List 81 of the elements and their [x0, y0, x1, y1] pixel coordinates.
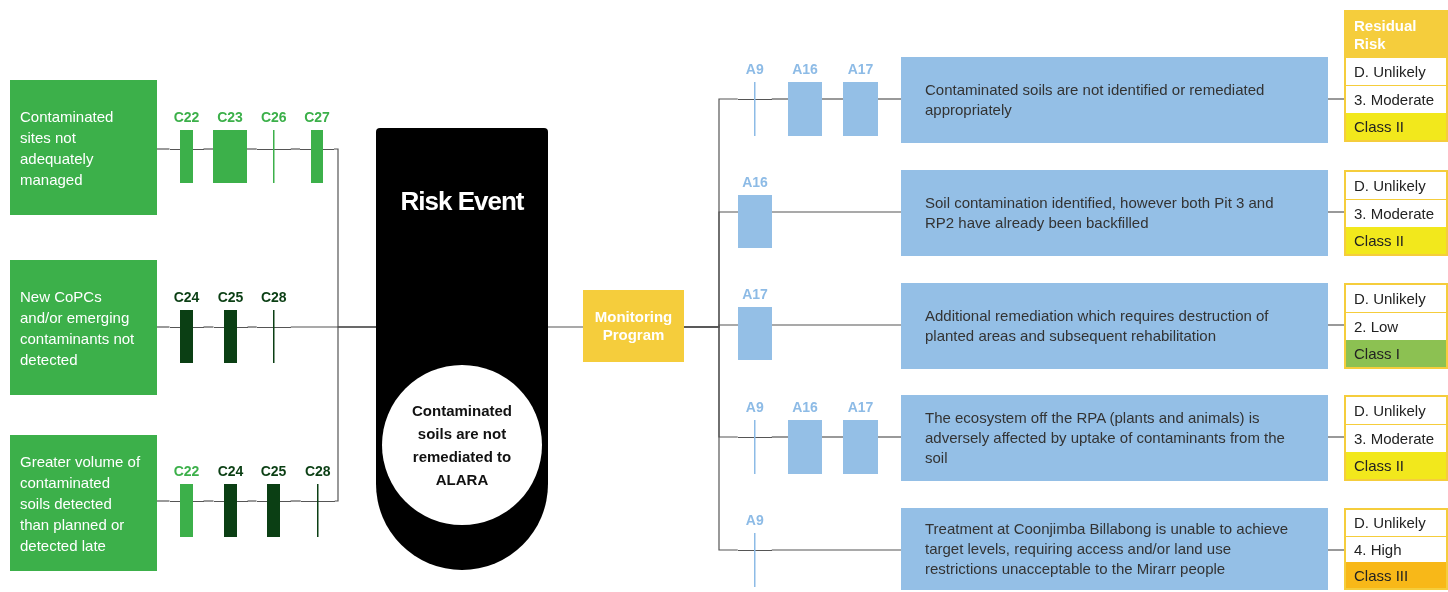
control-label: C27 [303, 108, 331, 126]
connector-line [290, 148, 301, 150]
connector-line [1327, 98, 1345, 100]
control-label: C23 [216, 108, 244, 126]
consequence-box: The ecosystem off the RPA (plants and animals) is adversely affected by uptake of contaminants from the soil [901, 395, 1328, 481]
risk-event-shape [376, 128, 548, 570]
threat-box: New CoPCs and/or emerging contaminants not detected [10, 260, 157, 395]
control-label: A17 [846, 60, 875, 78]
risk-rating-card [1344, 395, 1448, 481]
control-label: C28 [303, 462, 332, 480]
connector-line [771, 98, 789, 100]
control-label: C28 [259, 288, 288, 306]
connector-line [1327, 549, 1345, 551]
connector-line [771, 436, 789, 438]
risk-class-cell: Class II [1346, 227, 1446, 254]
connector-line [156, 326, 171, 328]
rating-cell-text: 3. Moderate [1353, 204, 1436, 224]
rating-cell: D. Unlikely [1346, 510, 1446, 537]
risk-class-cell: Class I [1346, 340, 1446, 367]
control-label: A17 [741, 285, 769, 303]
connector-line [771, 211, 902, 213]
connector-line [156, 148, 171, 150]
connector-line [202, 148, 214, 150]
control-label: A16 [791, 60, 819, 78]
control-label: C22 [172, 462, 201, 480]
connector-line [683, 326, 739, 551]
rating-cell: D. Unlikely [1346, 397, 1446, 425]
connector-line [1327, 324, 1345, 326]
connector-line [821, 98, 844, 100]
control-label: C25 [216, 288, 245, 306]
connector-line [246, 148, 258, 150]
control-label: A16 [791, 398, 819, 416]
event-circle: Contaminated soils are not remediated to ALARA [382, 365, 542, 525]
risk-rating-card [1344, 508, 1448, 590]
rating-cell: D. Unlikely [1346, 58, 1446, 86]
control-label: C24 [172, 288, 201, 306]
connector-line [877, 436, 902, 438]
connector-line [289, 500, 302, 502]
risk-rating-card [1344, 283, 1448, 369]
connector-line [821, 436, 844, 438]
connector-line [771, 549, 902, 551]
consequence-box: Treatment at Coonjimba Billabong is unable to achieve target levels, requiring access and/or land use restrictions unacceptable to the Mirarr people [901, 508, 1328, 590]
connector-line [547, 326, 584, 328]
connector-line [1327, 211, 1345, 213]
rating-cell-text: 3. Moderate [1353, 90, 1436, 110]
control-label: C22 [172, 108, 201, 126]
connector-line [1327, 436, 1345, 438]
connector-line [202, 326, 215, 328]
risk-class-cell: Class II [1346, 113, 1446, 140]
control-label: A9 [744, 398, 765, 416]
control-label: A16 [741, 173, 769, 191]
control-label: A17 [846, 398, 875, 416]
threat-box: Contaminated sites not adequately managed [10, 80, 157, 215]
control-label: C25 [259, 462, 288, 480]
connector-line [246, 326, 258, 328]
consequence-box: Contaminated soils are not identified or remediated appropriately [901, 57, 1328, 143]
consequence-box: Additional remediation which requires destruction of planted areas and subsequent rehabilitation [901, 283, 1328, 369]
risk-rating-card [1344, 10, 1448, 142]
connector-line [771, 324, 902, 326]
column-heading: Residual Risk [1346, 12, 1446, 58]
rating-cell: D. Unlikely [1346, 172, 1446, 200]
rating-cell: D. Unlikely [1346, 285, 1446, 313]
control-label: A9 [744, 511, 765, 529]
barrier-box: Monitoring Program [583, 290, 684, 362]
risk-rating-card [1344, 170, 1448, 256]
connector-line [156, 500, 171, 502]
connector-line [246, 500, 258, 502]
connector-line [877, 98, 902, 100]
threat-box: Greater volume of contaminated soils detected than planned or detected late [10, 435, 157, 571]
rating-cell-text: 2. Low [1353, 317, 1400, 337]
event-heading: Risk Event [399, 186, 525, 217]
control-label: C24 [216, 462, 245, 480]
rating-cell-text: 4. High [1353, 540, 1403, 560]
rating-cell-text: 3. Moderate [1353, 429, 1436, 449]
consequence-box: Soil contamination identified, however both Pit 3 and RP2 have already been backfilled [901, 170, 1328, 256]
control-label: A9 [744, 60, 765, 78]
connector-line [334, 326, 377, 502]
risk-class-cell: Class II [1346, 452, 1446, 479]
risk-class-cell: Class III [1346, 562, 1446, 588]
connector-line [202, 500, 215, 502]
control-label: C26 [259, 108, 288, 126]
